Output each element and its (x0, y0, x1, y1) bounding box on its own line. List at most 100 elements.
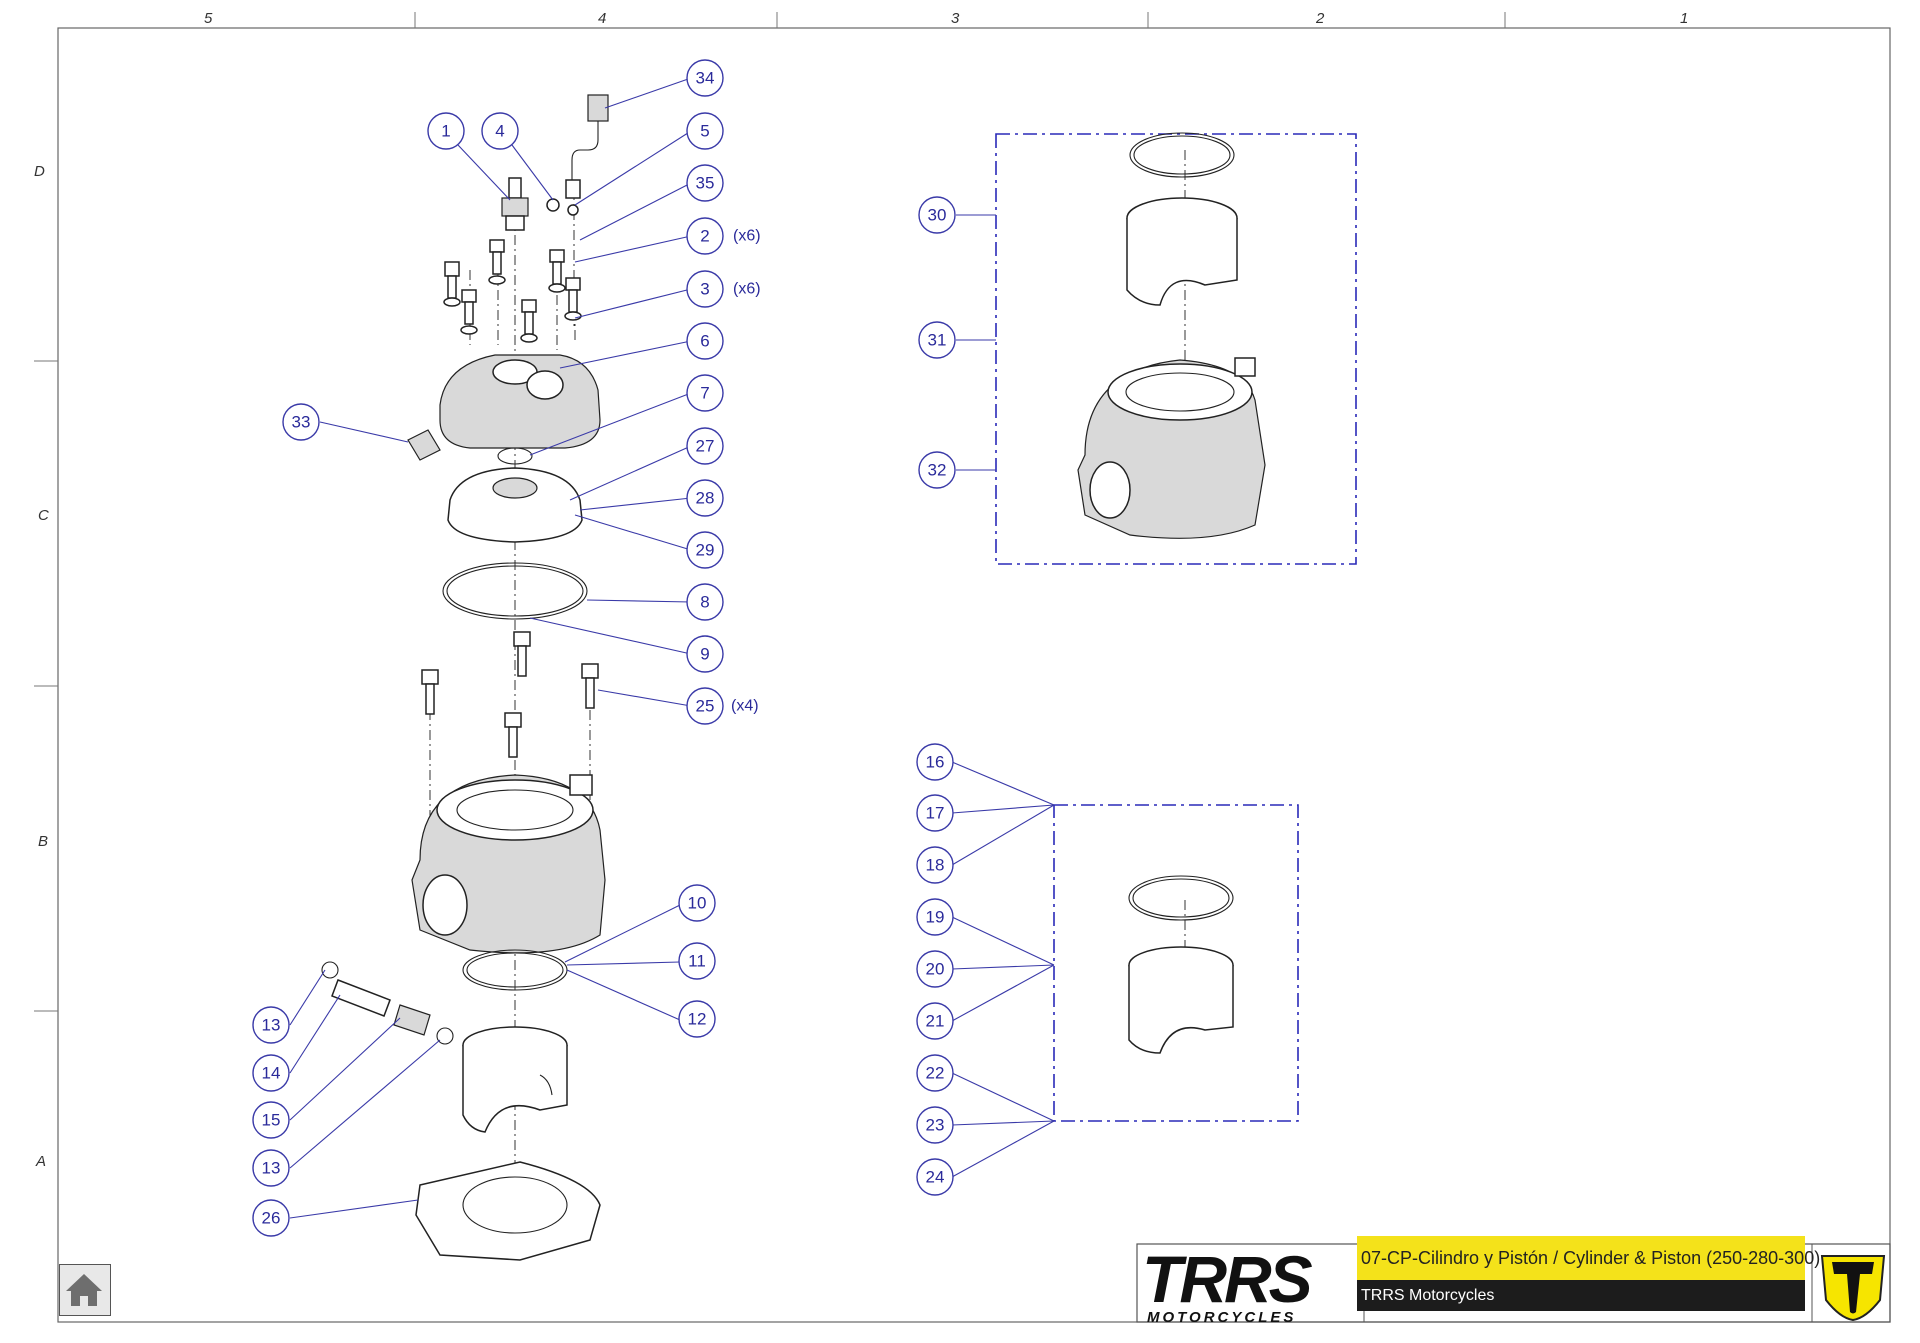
callout-5: 5 (686, 112, 724, 150)
svg-text:5: 5 (700, 122, 709, 141)
callout-1: 1 (427, 112, 465, 150)
svg-text:23: 23 (926, 1116, 945, 1135)
leader-lines (289, 77, 1055, 1219)
callout-27: 27 (686, 427, 724, 465)
callout-8: 8 (686, 583, 724, 621)
sensor-assembly (546, 94, 609, 216)
callout-34: 34 (686, 59, 724, 97)
svg-text:30: 30 (928, 206, 947, 225)
zone-col-1: 1 (1680, 10, 1688, 27)
callout-2: 2 (686, 217, 724, 255)
callout-29: 29 (686, 531, 724, 569)
cylinder-head (439, 354, 601, 449)
home-button[interactable] (59, 1264, 111, 1316)
kit-piston (1126, 197, 1238, 306)
callout-33: 33 (282, 403, 320, 441)
svg-text:22: 22 (926, 1064, 945, 1083)
svg-text:18: 18 (926, 856, 945, 875)
callout-22: 22 (916, 1054, 954, 1092)
callout-9: 9 (686, 635, 724, 673)
svg-text:20: 20 (926, 960, 945, 979)
svg-text:25: 25 (696, 697, 715, 716)
svg-text:1: 1 (441, 122, 450, 141)
svg-text:4: 4 (495, 122, 504, 141)
zone-row-d: D (34, 163, 45, 180)
callout-32: 32 (918, 451, 956, 489)
callout-10: 10 (678, 884, 716, 922)
callout-12: 12 (678, 1000, 716, 1038)
svg-text:17: 17 (926, 804, 945, 823)
svg-text:8: 8 (700, 593, 709, 612)
zone-ticks (34, 12, 1506, 1012)
svg-text:26: 26 (262, 1209, 281, 1228)
svg-text:28: 28 (696, 489, 715, 508)
kit2-ring (1128, 875, 1234, 921)
kit2-piston (1128, 946, 1234, 1054)
zone-col-4: 4 (598, 10, 606, 27)
callout-13-b: 13 (252, 1149, 290, 1187)
kit-ring (1129, 132, 1235, 178)
cylinder-bolts (421, 631, 599, 758)
callout-16: 16 (916, 743, 954, 781)
head-bolts (443, 239, 582, 343)
cylinder (411, 774, 606, 954)
svg-text:29: 29 (696, 541, 715, 560)
svg-text:10: 10 (688, 894, 707, 913)
callout-7: 7 (686, 374, 724, 412)
spark-plug (501, 177, 529, 231)
piston-main (462, 1026, 568, 1133)
svg-text:11: 11 (688, 952, 706, 971)
callout-23: 23 (916, 1106, 954, 1144)
svg-text:6: 6 (700, 332, 709, 351)
svg-text:27: 27 (696, 437, 715, 456)
trrs-logo: TRRS MOTORCYCLES (1142, 1242, 1316, 1326)
callout-26: 26 (252, 1199, 290, 1237)
callout-18: 18 (916, 846, 954, 884)
zone-col-2: 2 (1315, 10, 1325, 27)
svg-text:MOTORCYCLES: MOTORCYCLES (1147, 1309, 1296, 1326)
svg-text:TRRS: TRRS (1142, 1242, 1313, 1316)
callout-3: 3 (686, 270, 724, 308)
kit-cylinder (1077, 357, 1266, 539)
trrs-shield-icon (1820, 1255, 1886, 1322)
zone-row-a: A (35, 1153, 46, 1170)
svg-text:13: 13 (262, 1159, 281, 1178)
zone-row-c: C (38, 507, 49, 524)
home-icon (66, 1274, 102, 1306)
callout-14: 14 (252, 1054, 290, 1092)
callout-20: 20 (916, 950, 954, 988)
svg-text:21: 21 (926, 1012, 945, 1031)
svg-text:2: 2 (700, 227, 709, 246)
drawing-frame (57, 27, 1891, 1323)
drawing-title: 07-CP-Cilindro y Pistón / Cylinder & Pis… (1357, 1236, 1820, 1280)
callout-19: 19 (916, 898, 954, 936)
company-name: TRRS Motorcycles (1357, 1280, 1805, 1311)
callout-25: 25 (686, 687, 724, 725)
callout-15: 15 (252, 1101, 290, 1139)
callout-11: 11 (678, 942, 716, 980)
svg-text:19: 19 (926, 908, 945, 927)
base-gasket-rings (442, 562, 588, 620)
svg-text:7: 7 (700, 384, 709, 403)
piston-pin-parts (321, 961, 454, 1045)
callout-21: 21 (916, 1002, 954, 1040)
svg-text:3: 3 (700, 280, 709, 299)
qty-2: (x6) (733, 228, 761, 245)
svg-text:24: 24 (926, 1168, 945, 1187)
svg-text:32: 32 (928, 461, 947, 480)
kit-box-piston (1053, 804, 1299, 1122)
qty-25: (x4) (731, 698, 759, 715)
svg-text:33: 33 (292, 413, 311, 432)
callout-4: 4 (481, 112, 519, 150)
svg-text:35: 35 (696, 174, 715, 193)
combustion-chamber-insert (447, 467, 583, 543)
zone-col-3: 3 (951, 10, 960, 27)
callout-24: 24 (916, 1158, 954, 1196)
svg-text:31: 31 (928, 331, 947, 350)
kit-box-cylinder-piston (995, 133, 1357, 565)
svg-text:12: 12 (688, 1010, 707, 1029)
title-block: 07-CP-Cilindro y Pistón / Cylinder & Pis… (1357, 1236, 1820, 1321)
callout-30: 30 (918, 196, 956, 234)
callout-17: 17 (916, 794, 954, 832)
